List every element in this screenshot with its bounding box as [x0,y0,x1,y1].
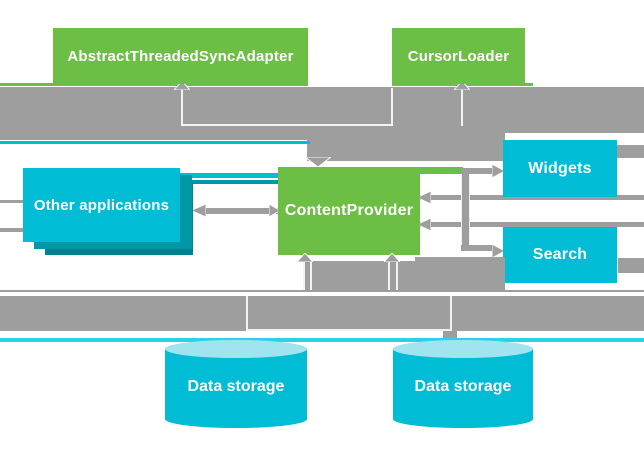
left-edge-stub-line-1 [0,200,23,203]
node-contentprovider: ContentProvider [278,167,420,255]
arrowhead-up-syncadapter [174,81,190,90]
arrowhead-right-into-widgets [492,164,505,178]
node-abstractthreadedsyncadapter: AbstractThreadedSyncAdapter [53,28,308,84]
below-search-apron [415,257,505,291]
lower-connector-band [0,296,644,331]
node-cursorloader: CursorLoader [392,28,525,84]
arrowhead-left-from-search [417,218,431,231]
node-data-storage-right: Data storage [393,340,533,428]
node-data-storage-right-label: Data storage [414,378,512,395]
arrowhead-up-cursorloader [454,81,470,90]
stretched-green-line-left [0,83,308,86]
stretched-cyan-strip-otherapps [180,173,278,178]
widgets-return-line [420,195,644,200]
lower-band-thin-line [0,290,644,292]
col-stem-outline-4 [396,262,398,292]
right-elbow-vertical-line [461,174,470,250]
band-inner-line-v1 [181,88,183,126]
arrowhead-left-into-otherapps [191,204,206,217]
cylinder-top [393,340,533,358]
left-edge-stub-line-2 [0,228,23,232]
node-widgets-label: Widgets [528,159,592,177]
otherapps-cp-line [202,208,278,214]
artifact-patch-right-of-widgets [617,145,644,158]
node-syncadapter-label: AbstractThreadedSyncAdapter [67,47,294,65]
arrowhead-left-from-widgets [417,191,431,204]
upper-connector-band [0,87,644,133]
arrowhead-down-contentprovider [305,157,331,167]
stretched-green-strip-cp-top [420,167,463,174]
upper-band-left-extension [0,133,308,140]
node-search: Search [503,227,617,283]
band-inner-line-v2 [391,88,393,126]
search-in-line [461,245,494,251]
col-stem-outline-2 [310,262,312,292]
cylinder-body [393,349,533,419]
search-return-line [420,222,644,227]
node-data-storage-left: Data storage [165,340,307,428]
arrowhead-up-into-cp-left [297,253,313,262]
stretched-teal-strip-otherapps [185,180,278,184]
cylinder-body [165,349,307,419]
band-inner-line-v3 [461,88,463,126]
node-contentprovider-label: ContentProvider [284,202,414,219]
cylinder-top [165,340,307,358]
band-inner-line-horizontal [182,124,393,126]
node-other-applications: Other applications [23,168,180,242]
artifact-patch-right-of-search [618,258,644,273]
node-search-label: Search [532,246,588,263]
col-stem-outline-1 [303,262,305,292]
stretched-cyan-line-bottom [0,338,644,342]
upper-band-center-apron [307,133,505,161]
node-other-applications-label: Other applications [33,196,170,214]
node-cursorloader-label: CursorLoader [407,47,510,65]
arrowhead-right-into-contentprovider [269,204,280,217]
arrowhead-up-into-cp-right [384,253,400,262]
lower-band-arrow-outline [246,294,452,331]
widgets-in-line [461,168,494,174]
arrowhead-right-into-search [492,244,505,258]
stretched-cyan-line-left [0,141,310,144]
node-data-storage-left-label: Data storage [187,378,285,395]
node-widgets: Widgets [503,140,617,197]
col-stem-outline-3 [388,262,390,292]
